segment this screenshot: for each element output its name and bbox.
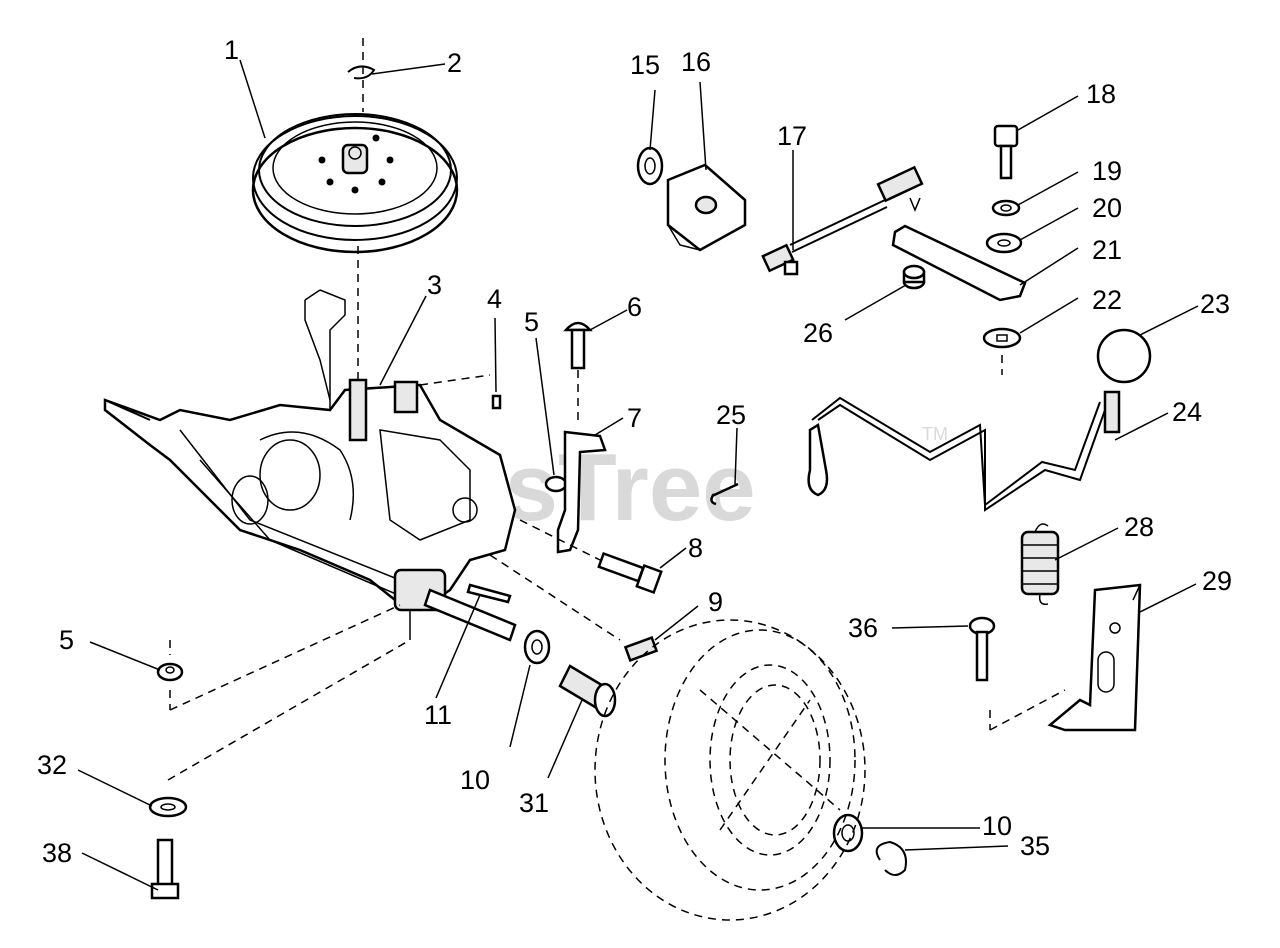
control-rod-part [761, 165, 924, 276]
callout-2: 2 [447, 48, 462, 78]
bracket-part [556, 430, 607, 554]
callout-25: 25 [716, 400, 746, 430]
callout-21: 21 [1092, 235, 1122, 265]
spacer-26-part [902, 264, 926, 290]
lever-bracket-part [1047, 583, 1142, 732]
link-plate-part [891, 224, 1027, 302]
callout-4: 4 [487, 284, 502, 314]
lower-bolt-part [150, 838, 180, 900]
hair-clip-part [875, 840, 907, 876]
callout-20: 20 [1092, 193, 1122, 223]
axle-shaft-part [423, 588, 517, 642]
callout-28: 28 [1124, 512, 1154, 542]
callout-17: 17 [777, 121, 807, 151]
callout-36: 36 [848, 613, 878, 643]
key-part [491, 394, 502, 410]
callout-10-right: 10 [982, 811, 1012, 841]
bushing-part [558, 664, 617, 718]
callout-29: 29 [1202, 566, 1232, 596]
mount-bracket-part [666, 163, 747, 252]
transaxle-part [103, 289, 517, 640]
spring-part [1020, 523, 1060, 606]
cotter-pin-part [710, 482, 739, 506]
callout-22: 22 [1092, 285, 1122, 315]
washer-part [523, 629, 551, 665]
callout-labels: 1 2 3 4 5 5 6 7 8 9 10 10 11 15 16 17 18… [37, 35, 1232, 868]
washer-19-part [991, 199, 1021, 217]
callout-11: 11 [424, 700, 452, 730]
axle-key-part [466, 583, 512, 604]
leader-lines [77, 59, 1199, 891]
callout-24: 24 [1172, 397, 1202, 427]
wheel-part [594, 619, 866, 921]
washer-22-part [982, 327, 1022, 349]
callout-35: 35 [1020, 831, 1050, 861]
callout-8: 8 [688, 533, 703, 563]
washer-15-part [636, 146, 664, 186]
callout-10-left: 10 [460, 765, 490, 795]
clip-part [347, 65, 376, 80]
callout-15: 15 [630, 50, 660, 80]
knob-part [1096, 328, 1152, 384]
callout-23: 23 [1200, 289, 1230, 319]
callout-1: 1 [224, 35, 239, 65]
pin-part [623, 636, 659, 662]
pulley-part [251, 113, 459, 254]
spacer-lower-part [156, 662, 184, 682]
callout-16: 16 [681, 47, 711, 77]
callout-31: 31 [519, 788, 549, 818]
watermark-trademark: TM [922, 424, 948, 444]
bolt-part [597, 551, 663, 595]
callout-9: 9 [708, 587, 723, 617]
callout-3: 3 [427, 270, 442, 300]
carriage-bolt-part [563, 321, 593, 370]
screw-part [968, 616, 996, 682]
callout-18: 18 [1086, 79, 1116, 109]
callout-5-lower: 5 [59, 625, 74, 655]
washer-part-b [832, 813, 864, 853]
callout-5-upper: 5 [524, 307, 539, 337]
callout-6: 6 [627, 292, 642, 322]
washer-20-part [985, 232, 1023, 254]
callout-19: 19 [1092, 156, 1122, 186]
lever-rod-part [807, 390, 1121, 512]
callout-32: 32 [37, 750, 67, 780]
spacer-part [544, 475, 568, 493]
hex-bolt-part [993, 124, 1019, 180]
washer-lower-part [148, 796, 188, 818]
callout-26: 26 [803, 318, 833, 348]
parts-drawings [103, 38, 1152, 921]
callout-7: 7 [627, 403, 642, 433]
callout-38: 38 [42, 838, 72, 868]
